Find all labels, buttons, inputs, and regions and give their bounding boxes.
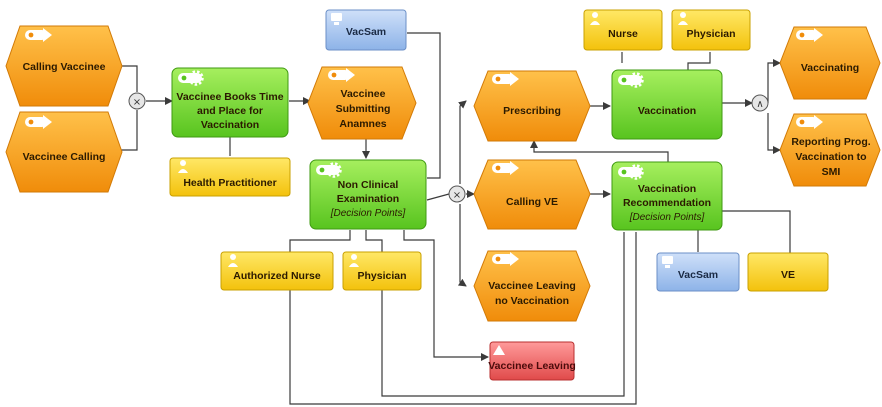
- edges: [121, 32, 791, 405]
- function-label-line: Vaccination: [638, 183, 696, 195]
- event-prescribing[interactable]: Prescribing: [473, 70, 591, 142]
- role-authorized-nurse[interactable]: Authorized Nurse: [220, 251, 334, 291]
- risk-vaccinee-leaving[interactable]: Vaccinee Leaving: [488, 341, 576, 381]
- event-label-line: SMI: [822, 166, 841, 178]
- function-vaccinee-books-time[interactable]: Vaccinee Books Time and Place for Vaccin…: [171, 67, 289, 138]
- xor-connector-left: ×: [128, 92, 146, 110]
- warning-icon: [493, 345, 505, 355]
- xor-connector-middle: ×: [448, 185, 466, 203]
- system-label: VacSam: [678, 269, 718, 281]
- function-label-line: Vaccination: [201, 119, 259, 131]
- event-vaccinee-submitting-anamnes[interactable]: Vaccinee Submitting Anamnes: [307, 66, 417, 140]
- role-nurse[interactable]: Nurse: [583, 9, 663, 51]
- role-label: VE: [781, 269, 795, 281]
- event-label: Calling Vaccinee: [23, 61, 106, 73]
- role-ve[interactable]: VE: [747, 252, 829, 292]
- event-label-line: no Vaccination: [495, 295, 569, 307]
- function-sublabel: [Decision Points]: [330, 208, 406, 219]
- role-physician-left[interactable]: Physician: [342, 251, 422, 291]
- function-label-line: and Place for: [197, 105, 263, 117]
- function-vaccination-recommendation[interactable]: Vaccination Recommendation [Decision Poi…: [611, 161, 723, 231]
- event-label-line: Vaccinee Leaving: [488, 280, 576, 292]
- svg-text:∧: ∧: [756, 99, 763, 110]
- role-label: Authorized Nurse: [233, 270, 321, 282]
- event-label-line: Vaccination to: [795, 151, 866, 163]
- event-label-line: Reporting Prog.: [791, 136, 870, 148]
- event-calling-vaccinee[interactable]: Calling Vaccinee: [5, 25, 123, 107]
- role-physician-top[interactable]: Physician: [671, 9, 751, 51]
- function-label-line: Examination: [337, 193, 399, 205]
- risk-label: Vaccinee Leaving: [488, 360, 576, 372]
- event-label: Calling VE: [506, 196, 558, 208]
- function-non-clinical-examination[interactable]: Non Clinical Examination [Decision Point…: [309, 159, 427, 230]
- role-label: Physician: [686, 28, 735, 40]
- function-label-line: Recommendation: [623, 197, 711, 209]
- event-label: Vaccinating: [801, 62, 859, 74]
- system-vacsam-top[interactable]: VacSam: [325, 9, 407, 51]
- svg-text:×: ×: [453, 190, 461, 201]
- function-vaccination[interactable]: Vaccination: [611, 69, 723, 140]
- function-label: Vaccination: [638, 105, 696, 117]
- role-label: Physician: [357, 270, 406, 282]
- event-label: Prescribing: [503, 105, 561, 117]
- system-label: VacSam: [346, 26, 386, 38]
- and-connector-right: ∧: [751, 94, 769, 112]
- role-label: Health Practitioner: [183, 177, 276, 189]
- function-label-line: Vaccinee Books Time: [176, 91, 283, 103]
- event-calling-ve[interactable]: Calling VE: [473, 159, 591, 230]
- system-vacsam-right[interactable]: VacSam: [656, 252, 740, 292]
- event-vaccinating[interactable]: Vaccinating: [779, 26, 881, 100]
- event-label: Vaccinee Calling: [23, 151, 106, 163]
- event-reporting-prog-vaccination[interactable]: Reporting Prog. Vaccination to SMI: [779, 113, 881, 187]
- event-vaccinee-calling[interactable]: Vaccinee Calling: [5, 111, 123, 193]
- role-health-practitioner[interactable]: Health Practitioner: [169, 157, 291, 197]
- function-sublabel: [Decision Points]: [629, 212, 705, 223]
- event-vaccinee-leaving-no-vaccination[interactable]: Vaccinee Leaving no Vaccination: [473, 250, 591, 322]
- event-label-line: Vaccinee: [341, 88, 386, 100]
- event-label-line: Anamnes: [339, 118, 386, 130]
- svg-text:×: ×: [133, 97, 141, 108]
- function-label-line: Non Clinical: [338, 179, 399, 191]
- event-label-line: Submitting: [336, 103, 391, 115]
- role-label: Nurse: [608, 28, 638, 40]
